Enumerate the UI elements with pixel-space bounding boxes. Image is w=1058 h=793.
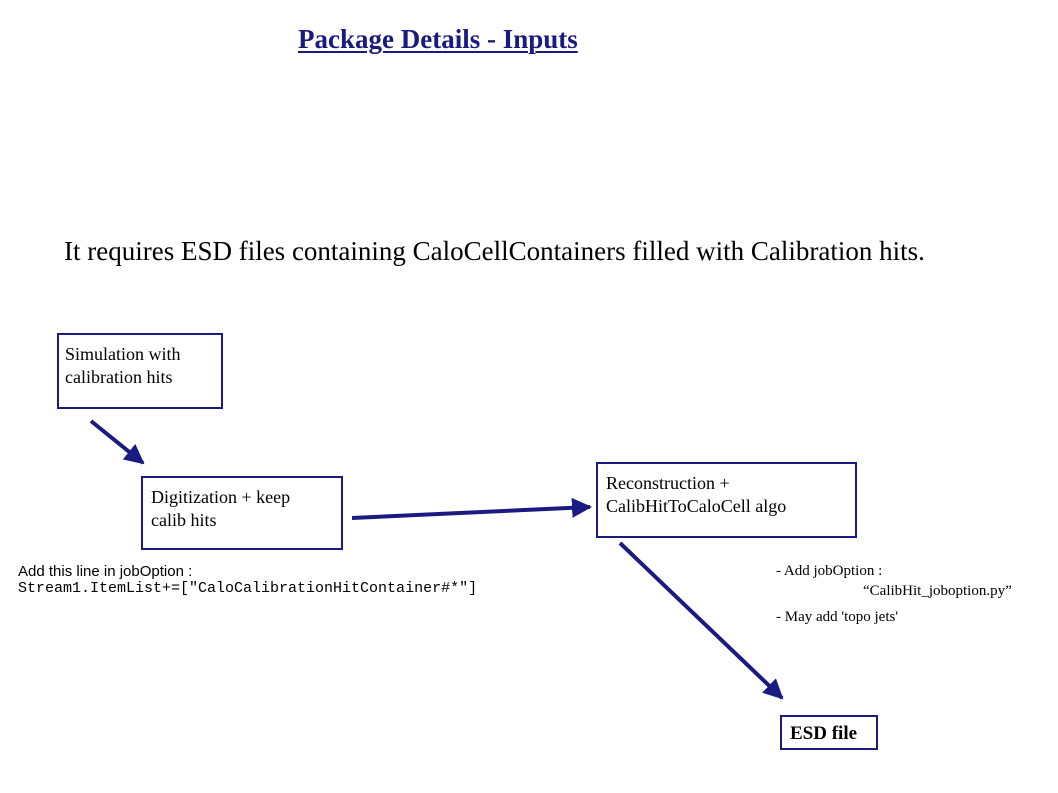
digitization-line1: Digitization + keep [151,487,291,507]
reconstruction-note-line3: - May add 'topo jets' [776,609,899,625]
digitization-line2: calib hits [151,510,217,530]
arrow-sim-to-dig [89,419,145,465]
simulation-line2: calibration hits [65,367,173,387]
reconstruction-note-line2: “CalibHit_joboption.py” [863,583,1012,599]
simulation-line1: Simulation with [65,344,181,364]
esd-file-label: ESD file [790,723,858,744]
simulation-box: Simulation with calibration hits [57,333,223,409]
reconstruction-line1: Reconstruction + [606,473,730,493]
intro-text: It requires ESD files containing CaloCel… [64,236,925,266]
reconstruction-note-line1: - Add jobOption : [776,563,883,579]
page-title: Package Details - Inputs [298,24,578,54]
digitization-note-code: Stream1.ItemList+=["CaloCalibrationHitCo… [18,580,478,597]
esd-file-box: ESD file [780,715,878,750]
reconstruction-box: Reconstruction + CalibHitToCaloCell algo [596,462,857,538]
digitization-note: Add this line in jobOption : Stream1.Ite… [18,563,477,597]
reconstruction-line2: CalibHitToCaloCell algo [606,496,787,516]
digitization-box: Digitization + keep calib hits [141,476,343,550]
arrow-dig-to-rec [351,497,592,520]
digitization-note-line1: Add this line in jobOption : [18,563,193,580]
reconstruction-note: - Add jobOption : “CalibHit_joboption.py… [776,561,1012,627]
arrow-rec-to-esd [618,541,784,700]
